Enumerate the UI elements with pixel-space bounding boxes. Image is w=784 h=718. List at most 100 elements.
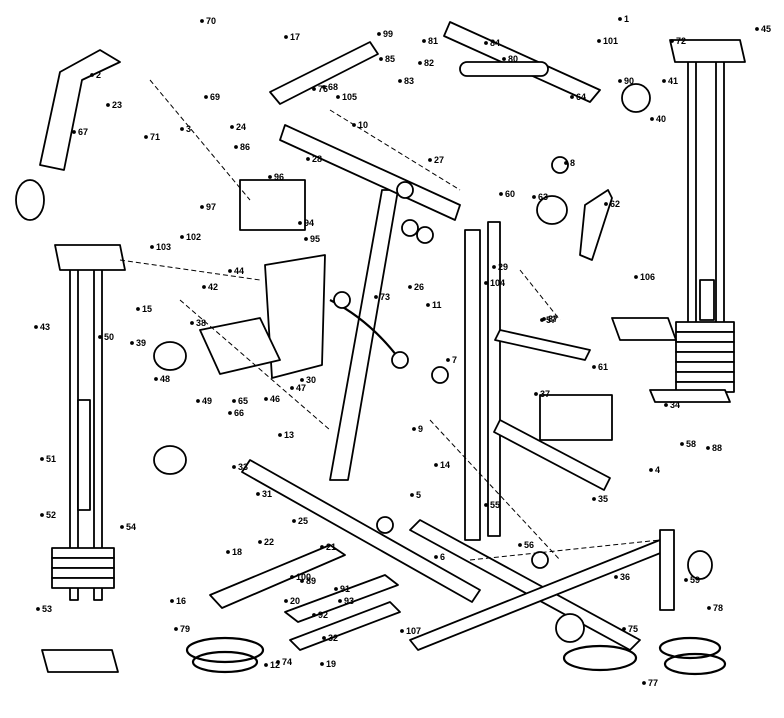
callout-number: 18 — [232, 547, 242, 557]
callout-number: 91 — [340, 584, 350, 594]
callout-leader-dot — [400, 629, 404, 633]
callout-leader-dot — [312, 613, 316, 617]
callout-leader-dot — [484, 503, 488, 507]
callout-number: 103 — [156, 242, 171, 252]
callout-leader-dot — [298, 221, 302, 225]
callout-leader-dot — [408, 285, 412, 289]
callout-number: 11 — [432, 300, 442, 310]
callout-leader-dot — [597, 39, 601, 43]
callout-leader-dot — [622, 627, 626, 631]
callout-number: 80 — [508, 54, 518, 64]
callout-number: 71 — [150, 132, 160, 142]
callout-leader-dot — [706, 446, 710, 450]
callout-leader-dot — [300, 579, 304, 583]
callout-number: 60 — [505, 189, 515, 199]
callout-number: 87 — [548, 314, 558, 324]
callout-leader-dot — [492, 265, 496, 269]
callout-leader-dot — [264, 397, 268, 401]
callout-number: 83 — [404, 76, 414, 86]
callout-leader-dot — [649, 468, 653, 472]
callout-leader-dot — [170, 599, 174, 603]
callout-leader-dot — [226, 550, 230, 554]
callout-number: 48 — [160, 374, 170, 384]
callout-number: 2 — [96, 70, 101, 80]
callout-leader-dot — [284, 35, 288, 39]
cables — [185, 299, 727, 676]
callout-number: 25 — [298, 516, 308, 526]
guide-lines — [119, 79, 661, 561]
callout-leader-dot — [154, 377, 158, 381]
callout-leader-dot — [592, 365, 596, 369]
callout-number: 27 — [434, 155, 444, 165]
callout-number: 3 — [186, 124, 191, 134]
callout-number: 65 — [238, 396, 248, 406]
callout-number: 64 — [576, 92, 586, 102]
callout-number: 100 — [296, 572, 311, 582]
callout-number: 1 — [624, 14, 629, 24]
callout-leader-dot — [300, 378, 304, 382]
callout-number: 6 — [440, 552, 445, 562]
callout-leader-dot — [334, 587, 338, 591]
callout-number: 76 — [318, 84, 328, 94]
callout-number: 40 — [656, 114, 666, 124]
callout-number: 8 — [570, 158, 575, 168]
callout-leader-dot — [196, 399, 200, 403]
callout-number: 56 — [524, 540, 534, 550]
callout-leader-dot — [40, 457, 44, 461]
callout-leader-dot — [502, 57, 506, 61]
callout-number: 57 — [546, 315, 556, 325]
callout-leader-dot — [144, 135, 148, 139]
callout-number: 101 — [603, 36, 618, 46]
callout-number: 15 — [142, 304, 152, 314]
callout-number: 66 — [234, 408, 244, 418]
callout-number: 38 — [196, 318, 206, 328]
callout-leader-dot — [618, 79, 622, 83]
callout-number: 82 — [424, 58, 434, 68]
callout-leader-dot — [670, 39, 674, 43]
right-weight-tower — [611, 39, 746, 403]
callout-leader-dot — [276, 660, 280, 664]
callout-leader-dot — [410, 493, 414, 497]
callout-leader-dot — [484, 281, 488, 285]
callout-leader-dot — [180, 127, 184, 131]
callout-leader-dot — [542, 317, 546, 321]
callout-number: 55 — [490, 500, 500, 510]
callout-leader-dot — [264, 663, 268, 667]
callout-number: 62 — [610, 199, 620, 209]
callout-number: 35 — [598, 494, 608, 504]
callout-number: 106 — [640, 272, 655, 282]
callout-number: 32 — [328, 633, 338, 643]
callout-leader-dot — [338, 599, 342, 603]
callout-number: 85 — [385, 54, 395, 64]
left-weight-tower — [41, 244, 126, 673]
callout-leader-dot — [190, 321, 194, 325]
callout-leader-dot — [200, 205, 204, 209]
callout-number: 95 — [310, 234, 320, 244]
callout-number: 44 — [234, 266, 244, 276]
callout-number: 43 — [40, 322, 50, 332]
main-frame — [241, 124, 675, 651]
callout-leader-dot — [204, 95, 208, 99]
callout-leader-dot — [36, 607, 40, 611]
callout-number: 72 — [676, 36, 686, 46]
callout-number: 31 — [262, 489, 272, 499]
callout-number: 78 — [713, 603, 723, 613]
callout-number: 93 — [344, 596, 354, 606]
callout-number: 30 — [306, 375, 316, 385]
callout-leader-dot — [200, 19, 204, 23]
callout-number: 12 — [270, 660, 280, 670]
callout-number: 10 — [358, 120, 368, 130]
callout-leader-dot — [40, 513, 44, 517]
callout-number: 28 — [312, 154, 322, 164]
callout-number: 88 — [712, 443, 722, 453]
callout-number: 23 — [112, 100, 122, 110]
callout-leader-dot — [292, 519, 296, 523]
callout-number: 42 — [208, 282, 218, 292]
callout-number: 52 — [46, 510, 56, 520]
callout-leader-dot — [98, 335, 102, 339]
callout-leader-dot — [258, 540, 262, 544]
callout-number: 58 — [686, 439, 696, 449]
callout-leader-dot — [684, 578, 688, 582]
callout-leader-dot — [592, 497, 596, 501]
